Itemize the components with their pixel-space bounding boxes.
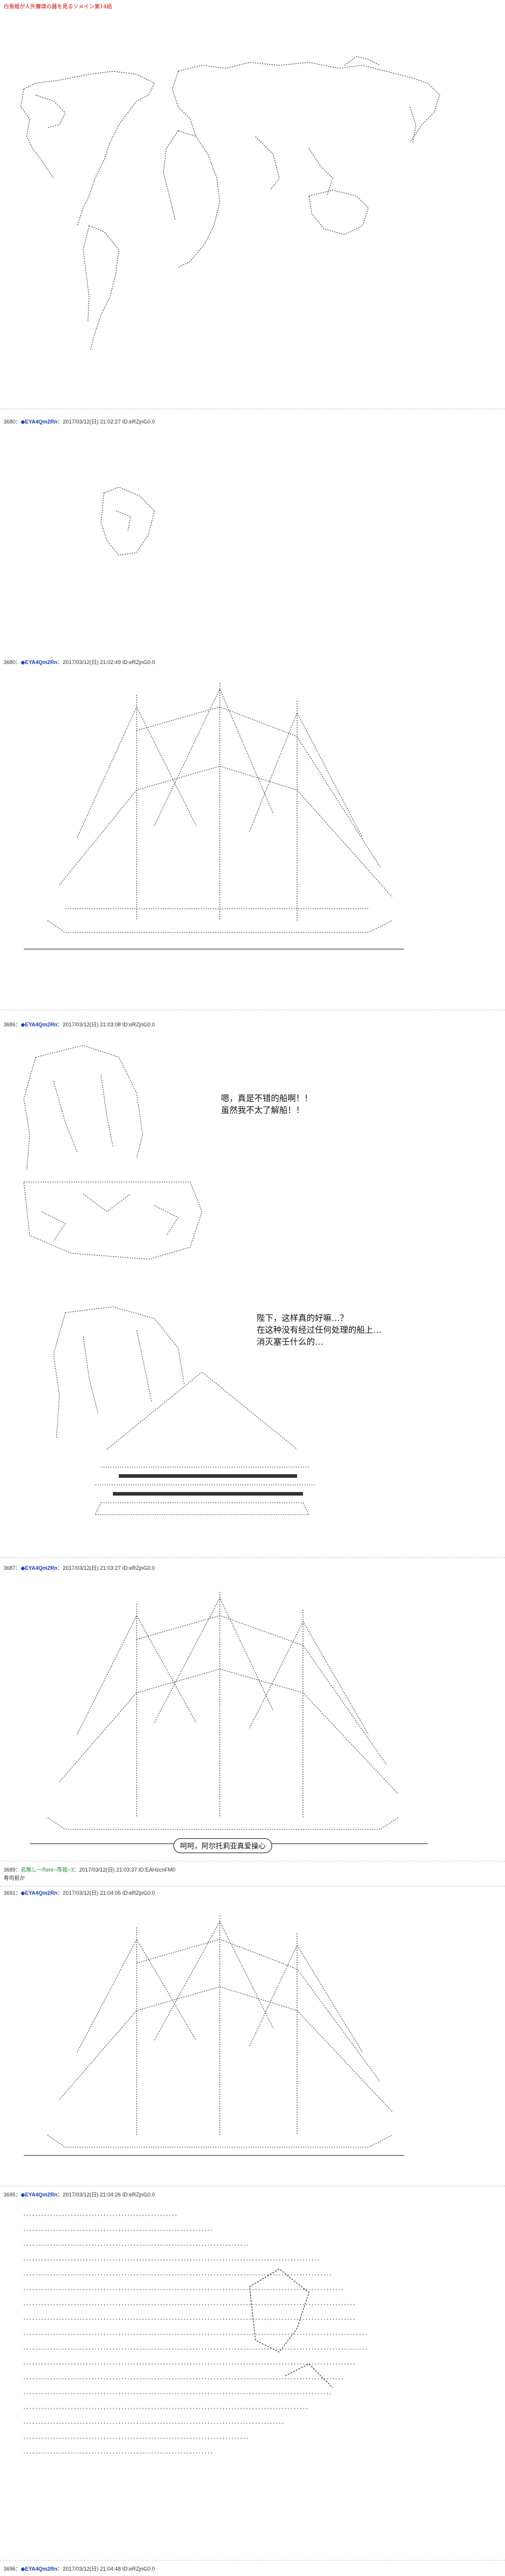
post-divider [0,1557,505,1558]
post-meta: ：2017/03/12(日) 21:02:49 ID:eRZjnG0.0 [57,659,155,665]
ship-ascii-art [0,671,505,956]
post-meta: ：2017/03/12(日) 21:02:27 ID:eRZjnG0.0 [57,419,155,425]
ship-ascii-art [0,1904,505,2177]
character-ship-ascii-art [0,1301,505,1550]
scene-ascii-art [0,2198,505,2542]
post-header: 3689：名無しーRenr~帯我~3：2017/03/12(日) 21:03:3… [4,1867,176,1873]
world-map-ascii-art [0,0,505,416]
post-meta: ：2017/03/12(日) 21:04:48 ID:eRZjnG0.0 [57,2566,155,2572]
post-number: 3695 [4,2192,16,2198]
poster-name[interactable]: ◆EYA4Qm2Rn [21,1022,58,1028]
post-number: 3689 [4,1867,16,1873]
post-number: 3691 [4,1890,16,1896]
island-ascii-art [0,0,505,683]
poster-name[interactable]: ◆EYA4Qm2Rn [21,2566,58,2572]
post-header: 3680：◆EYA4Qm2Rn：2017/03/12(日) 21:02:49 I… [4,659,155,665]
post-meta: ：2017/03/12(日) 21:03:37 ID:EAHzcnFM0 [74,1867,176,1873]
reply-text: 寿司前か [4,1875,26,1881]
post-number: 3680 [4,659,16,665]
character-ascii-art [0,1033,505,1283]
post-number: 3696 [4,2566,16,2572]
post-meta: ：2017/03/12(日) 21:04:05 ID:eRZjnG0.0 [57,1890,155,1896]
post-number: 3686 [4,1022,16,1028]
poster-name[interactable]: ◆EYA4Qm2Rn [21,1565,58,1571]
poster-name[interactable]: ◆EYA4Qm2Rn [21,2192,58,2198]
post-meta: ：2017/03/12(日) 21:03:27 ID:eRZjnG0.0 [57,1565,155,1571]
post-header: 3695：◆EYA4Qm2Rn：2017/03/12(日) 21:04:26 I… [4,2192,155,2198]
post-meta: ：2017/03/12(日) 21:04:26 ID:eRZjnG0.0 [57,2192,155,2198]
poster-name[interactable]: ◆EYA4Qm2Rn [21,1890,58,1896]
post-header: 3687：◆EYA4Qm2Rn：2017/03/12(日) 21:03:27 I… [4,1565,155,1571]
dialogue-line: 陛下，这样真的好嘛…？ 在这种没有经过任何处理的船上… 消灭塞壬什么的… [257,1314,381,1347]
ship-ascii-art [0,1580,505,1865]
post-divider [0,2560,505,2561]
page-title: 白雪姫が人外魔境の器を見るソメイン第14話 [4,4,112,10]
poster-name[interactable]: ◆EYA4Qm2Rn [21,659,58,665]
post-number: 3680 [4,419,16,425]
speech-bubble: 呵呵，阿尔托莉亚真爱操心 [173,1838,273,1853]
poster-name[interactable]: 名無しーRenr~帯我~3 [21,1867,74,1873]
post-number: 3687 [4,1565,16,1571]
post-header: 3686：◆EYA4Qm2Rn：2017/03/12(日) 21:03:08 I… [4,1022,155,1028]
post-meta: ：2017/03/12(日) 21:03:08 ID:eRZjnG0.0 [57,1022,155,1028]
poster-name[interactable]: ◆EYA4Qm2Rn [21,419,58,425]
post-header: 3696：◆EYA4Qm2Rn：2017/03/12(日) 21:04:48 I… [4,2566,155,2572]
post-header: 3691：◆EYA4Qm2Rn：2017/03/12(日) 21:04:05 I… [4,1890,155,1896]
dialogue-line: 嗯，真是不错的船啊！！ 虽然我不太了解船！！ [221,1094,313,1115]
post-header: 3680：◆EYA4Qm2Rn：2017/03/12(日) 21:02:27 I… [4,419,155,425]
